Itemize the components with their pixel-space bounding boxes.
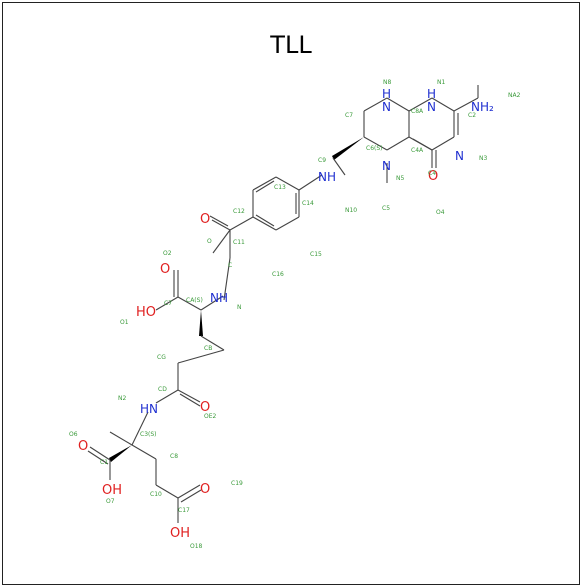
- svg-text:C: C: [228, 262, 232, 269]
- atom-o6: O: [78, 439, 88, 454]
- svg-text:N: N: [237, 304, 242, 311]
- svg-text:N10: N10: [345, 207, 357, 214]
- svg-text:N5: N5: [396, 175, 404, 182]
- atom-labels: N8 N1 NA2 C8A C2 N3 C7 C6(S) C4A C4 C9 N…: [69, 79, 521, 550]
- svg-text:C3(S): C3(S): [140, 431, 157, 438]
- svg-text:C14: C14: [302, 200, 314, 207]
- atom-o19: O: [200, 482, 210, 497]
- atom-n1-n: N: [427, 100, 436, 114]
- svg-text:C4A: C4A: [411, 147, 424, 154]
- svg-text:C16: C16: [272, 271, 284, 278]
- atom-n10: NH: [318, 170, 336, 184]
- svg-text:C17: C17: [178, 507, 190, 514]
- atom-o18: OH: [170, 526, 190, 541]
- svg-text:O6: O6: [69, 431, 78, 438]
- svg-text:C8: C8: [170, 453, 178, 460]
- atom-n3: N: [455, 149, 464, 163]
- svg-text:C7: C7: [164, 300, 172, 307]
- atom-o7: OH: [102, 483, 122, 498]
- svg-text:NA2: NA2: [508, 92, 521, 99]
- svg-text:CG: CG: [157, 354, 166, 361]
- svg-text:O2: O2: [163, 250, 172, 257]
- atom-oe2: O: [200, 400, 210, 415]
- bonds: [87, 85, 479, 523]
- svg-text:C9: C9: [318, 157, 326, 164]
- atom-n2: HN: [140, 402, 158, 416]
- atom-o1: HO: [136, 305, 156, 320]
- svg-text:O1: O1: [120, 319, 129, 326]
- svg-text:O: O: [207, 238, 212, 245]
- heteroatom-symbols: H N H N NH₂ N N O NH O NH O HO HN O O OH…: [78, 87, 494, 541]
- svg-text:C2: C2: [468, 112, 476, 119]
- svg-text:CA(S): CA(S): [186, 297, 203, 304]
- svg-text:C1: C1: [100, 459, 108, 466]
- svg-text:N3: N3: [479, 155, 487, 162]
- svg-text:O7: O7: [106, 498, 115, 505]
- svg-text:N1: N1: [437, 79, 445, 86]
- svg-text:C13: C13: [274, 184, 286, 191]
- atom-na2: NH₂: [471, 100, 494, 114]
- svg-text:C6(S): C6(S): [366, 145, 383, 152]
- atom-n8: H: [382, 87, 391, 101]
- atom-o4: O: [428, 169, 438, 184]
- atom-n8-n: N: [382, 100, 391, 114]
- atom-o2: O: [160, 262, 170, 277]
- atom-n5: N: [382, 159, 391, 173]
- svg-text:C4: C4: [428, 170, 436, 177]
- svg-text:C15: C15: [310, 251, 322, 258]
- atom-n: NH: [210, 291, 228, 305]
- atom-n1: H: [427, 87, 436, 101]
- svg-text:C7: C7: [345, 112, 353, 119]
- atom-o: O: [200, 212, 210, 227]
- svg-text:N8: N8: [383, 79, 391, 86]
- svg-text:C11: C11: [233, 239, 245, 246]
- svg-text:C5: C5: [382, 205, 390, 212]
- svg-text:C19: C19: [231, 480, 243, 487]
- svg-text:O18: O18: [190, 543, 203, 550]
- svg-text:N2: N2: [118, 395, 126, 402]
- svg-text:C10: C10: [150, 491, 162, 498]
- svg-text:CD: CD: [158, 386, 167, 393]
- svg-text:O4: O4: [436, 209, 445, 216]
- molecule-title: TLL: [270, 31, 312, 59]
- svg-text:C12: C12: [233, 208, 245, 215]
- svg-text:OE2: OE2: [204, 413, 217, 420]
- svg-text:CB: CB: [204, 345, 212, 352]
- svg-text:C8A: C8A: [411, 108, 424, 115]
